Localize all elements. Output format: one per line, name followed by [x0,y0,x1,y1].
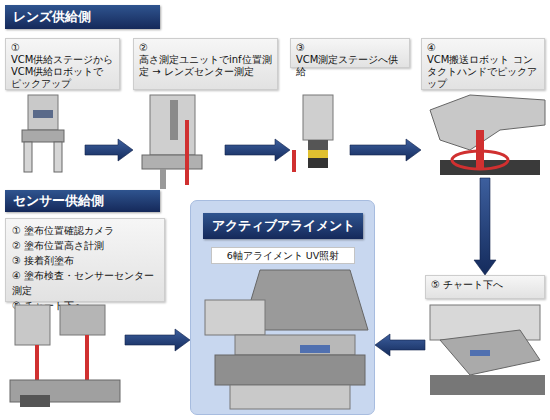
panel-title: アクティブアライメント [203,213,363,239]
section-header: レンズ供給側 [5,5,160,29]
sensor-base [10,380,120,402]
process-step: ③VCM測定ステージへ供給 [290,38,350,178]
step-text: VCM搬送ロボット コンタクトハンドでピックアップ [427,54,539,90]
step-text: ⑤ チャート下へ [12,298,158,313]
stage-body [303,95,333,140]
section-title: レンズ供給側 [13,8,91,26]
aa-arm [205,300,265,335]
chart-body [430,305,540,340]
step-text: ② 塗布位置高さ計測 [12,238,158,253]
chart-part [470,350,490,356]
robot-body [28,95,58,130]
red-ring [452,151,508,169]
panel-subtitle: 6軸アライメント UV照射 [211,247,355,264]
gripper-finger [24,142,32,172]
caption-box: ⑤ チャート下へ [425,275,545,299]
aa-part [300,345,330,353]
flow-arrow [125,329,190,351]
process-step: ① 塗布位置確認カメラ② 塗布位置高さ計測③ 接着剤塗布④ 塗布検査・センサーセ… [5,218,125,408]
process-step: ②高さ測定ユニットでinf位置測定 → レンズセンター測定 [133,38,225,188]
section-header: センサー供給側 [5,190,160,212]
stage-part [308,150,328,158]
process-step: ⑤ チャート下へ [425,275,545,400]
chart-arm [440,330,540,375]
height-measure-unit [142,95,202,189]
flow-arrow [474,178,496,275]
step-text: ⑤ チャート下へ [431,279,539,291]
vcm-measure-stage [292,95,333,172]
step-text: VCM測定ステージへ供給 [296,54,404,78]
red-rod [85,335,89,380]
step-text: ① 塗布位置確認カメラ [12,223,158,238]
flow-arrow [350,139,421,161]
aa-table [215,355,365,385]
section-title: センサー供給側 [13,192,104,210]
flow-arrow [375,334,425,356]
robot-part [33,110,53,118]
process-step: ①VCM供給ステージから VCM供給ロボットで ピックアップ [5,38,85,178]
robot-plate [22,130,64,142]
caption-box: ④VCM搬送ロボット コンタクトハンドでピックアップ [421,38,545,90]
aa-head [242,270,368,330]
hand-body [430,95,545,150]
dispenser-body [60,305,105,335]
step-text: ③ [296,42,404,54]
chart-unit [430,305,545,395]
sensor-supply-unit [10,305,120,407]
aa-base [230,385,350,409]
unit-probe [160,169,166,189]
unit-part [170,100,178,140]
contact-hand-robot [430,95,545,175]
stage-part [308,158,328,168]
red-rod [185,120,189,185]
step-text: 高さ測定ユニットでinf位置測定 → レンズセンター測定 [139,54,272,78]
red-rod [292,150,296,172]
camera-body [15,305,50,345]
caption-box: ①VCM供給ステージから VCM供給ロボットで ピックアップ [5,38,120,90]
step-text: ④ [427,42,539,54]
process-panel: アクティブアライメント 6軸アライメント UV照射 [190,200,375,415]
active-alignment-unit [205,270,368,409]
caption-box: ②高さ測定ユニットでinf位置測定 → レンズセンター測定 [133,38,278,90]
process-step: ④VCM搬送ロボット コンタクトハンドでピックアップ [421,38,545,178]
red-rod [476,130,484,168]
unit-body [150,95,195,155]
vcm-supply-robot [22,95,64,172]
caption-box: ③VCM測定ステージへ供給 [290,38,410,68]
step-text: ④ 塗布検査・センサーセンター測定 [12,268,158,298]
stage-part [308,140,328,150]
hand-base [440,160,540,175]
step-text: VCM供給ステージから VCM供給ロボットで ピックアップ [11,54,114,90]
flow-arrow [85,139,133,161]
red-rod [35,345,39,390]
unit-base [142,155,202,169]
flow-arrow [225,139,290,161]
aa-stage [235,335,355,355]
sensor-part [20,395,50,407]
chart-base [430,375,545,395]
step-text: ② [139,42,272,54]
step-text: ① [11,42,114,54]
caption-box: ① 塗布位置確認カメラ② 塗布位置高さ計測③ 接着剤塗布④ 塗布検査・センサーセ… [5,218,165,302]
gripper-finger [54,142,62,172]
step-text: ③ 接着剤塗布 [12,253,158,268]
